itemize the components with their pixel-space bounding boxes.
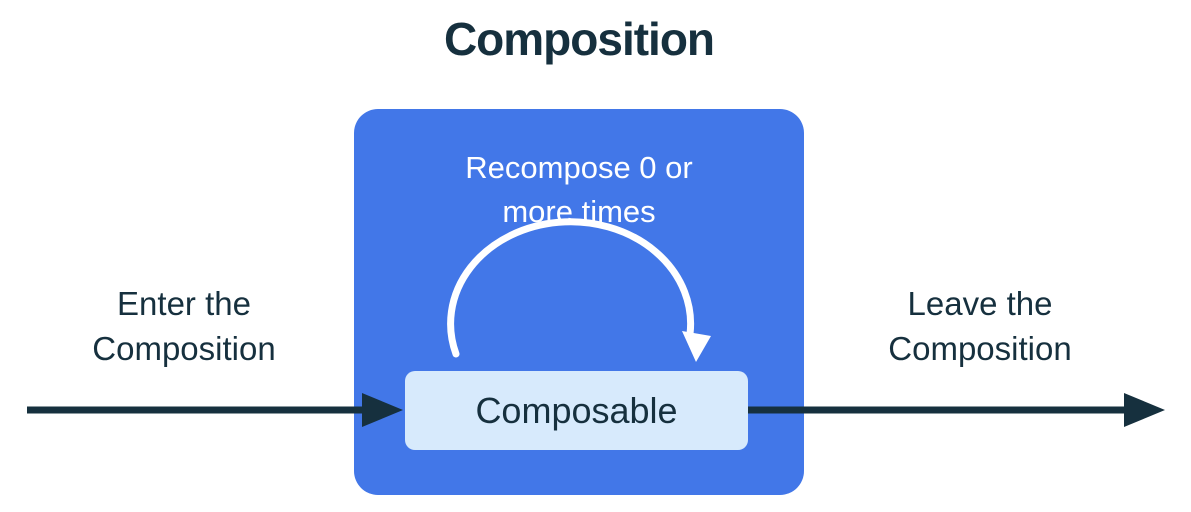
enter-composition-label-line2: Composition: [92, 330, 276, 367]
enter-composition-label: Enter the Composition: [34, 281, 334, 371]
composable-box: Composable: [405, 371, 748, 450]
composable-box-label: Composable: [475, 389, 678, 431]
leave-composition-label-line1: Leave the: [907, 285, 1053, 322]
leave-composition-label: Leave the Composition: [830, 281, 1130, 371]
leave-arrow-icon: [748, 393, 1165, 427]
recompose-arrowhead-icon: [682, 331, 711, 362]
recompose-arc-arrow-icon: [447, 218, 711, 362]
leave-composition-label-line2: Composition: [888, 330, 1072, 367]
enter-arrow-icon: [27, 393, 403, 427]
diagram-title: Composition: [443, 13, 715, 65]
recompose-label-line1: Recompose 0 or: [465, 150, 693, 185]
recompose-label: Recompose 0 or more times: [354, 146, 804, 234]
enter-composition-label-line1: Enter the: [117, 285, 251, 322]
